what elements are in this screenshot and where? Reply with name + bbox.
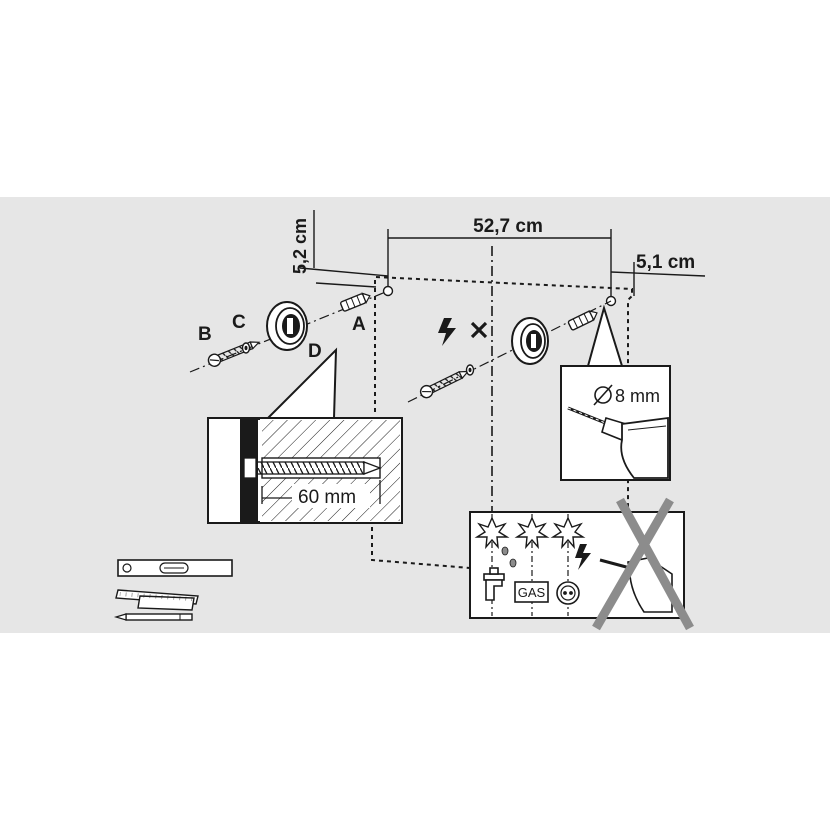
burst-icon	[474, 516, 586, 550]
part-label-b: B	[198, 324, 212, 345]
water-drop-icon	[501, 546, 517, 568]
left-spacer-ring	[266, 301, 308, 351]
part-label-c: C	[232, 312, 246, 333]
right-washer	[465, 364, 475, 376]
drill-detail: 8 mm	[560, 304, 671, 481]
diameter-icon	[593, 384, 613, 406]
water-tap-icon	[483, 567, 505, 601]
drill-diameter-label: 8 mm	[615, 386, 660, 406]
right-offset-label: 5,1 cm	[636, 252, 695, 273]
left-hole	[382, 285, 394, 297]
width-label: 52,7 cm	[473, 216, 543, 237]
left-wall-plug	[340, 292, 371, 312]
appliance-outline	[371, 275, 633, 569]
left-offset-label: 5,2 cm	[290, 218, 310, 274]
left-screw	[207, 341, 261, 367]
folding-ruler-icon	[115, 589, 199, 611]
right-spacer-ring	[511, 317, 549, 365]
socket-icon	[556, 581, 580, 605]
lightning-icon	[575, 544, 591, 570]
dimension-lines	[299, 210, 706, 300]
hazard-box: GAS	[469, 497, 694, 631]
section-detail: 60 mm	[207, 347, 403, 524]
section-screw	[255, 461, 365, 475]
svg-text:GAS: GAS	[518, 585, 546, 600]
cross-icon	[470, 321, 488, 339]
lightning-icon	[438, 318, 456, 346]
right-wall-plug	[567, 310, 598, 331]
part-label-d: D	[308, 341, 322, 362]
screw-depth-label: 60 mm	[298, 487, 356, 508]
drill-illustration	[567, 406, 669, 479]
left-washer	[241, 342, 251, 354]
spirit-level-icon	[117, 559, 233, 577]
gas-icon: GAS	[514, 581, 549, 603]
right-screw	[419, 370, 470, 399]
cross-icon	[592, 497, 694, 631]
part-label-a: A	[352, 314, 366, 335]
pencil-icon	[113, 613, 193, 621]
